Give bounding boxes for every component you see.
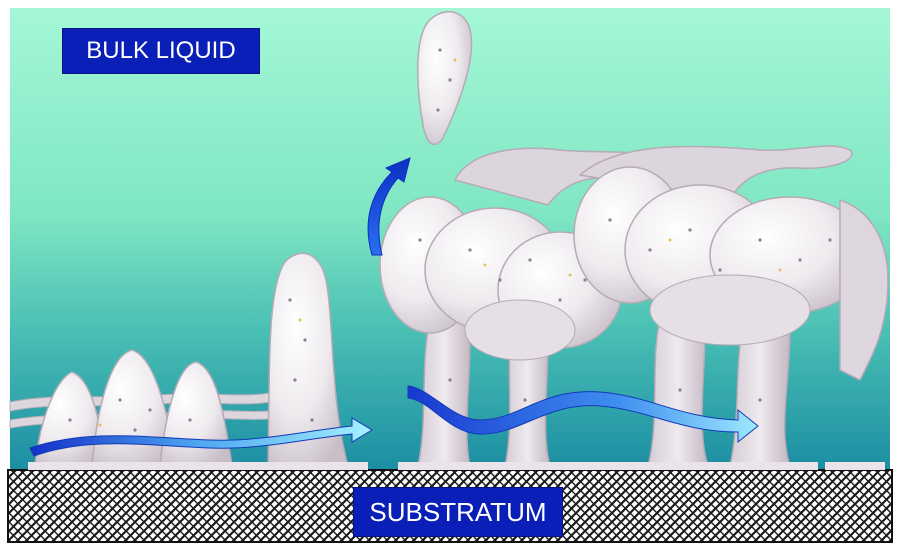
biofilm-base-layer-2: [398, 462, 818, 470]
biofilm-base-layer-3: [825, 462, 885, 470]
bulk-liquid-label: BULK LIQUID: [62, 28, 260, 74]
substratum-label: SUBSTRATUM: [353, 487, 563, 537]
biofilm-base-layer: [28, 462, 368, 470]
